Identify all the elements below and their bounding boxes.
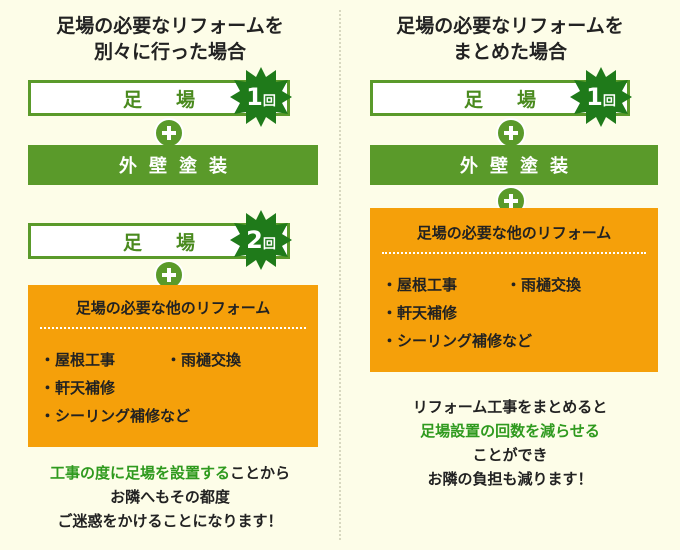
dotted-divider <box>382 252 646 254</box>
scaffold-label: 足場 <box>463 88 570 111</box>
starburst-icon <box>570 67 632 127</box>
left-footer-line1: 工事の度に足場を設置することから <box>0 462 340 484</box>
right-footer-highlight: 足場設置の回数を減らせる <box>420 422 600 440</box>
wall-label: 外壁塗装 <box>460 156 580 177</box>
right-footer-line1: リフォーム工事をまとめると <box>412 398 608 416</box>
reform-item: ・軒天補修 <box>382 304 458 322</box>
other-reform-title: 足場の必要な他のリフォーム <box>416 224 612 242</box>
footer-text: ことから <box>230 464 291 482</box>
reform-item: ・雨樋交換 <box>506 276 582 294</box>
plus-icon <box>496 118 526 148</box>
other-reform-box: 足場の必要な他のリフォーム ・屋根工事 ・雨樋交換 ・軒天補修 ・シーリング補修… <box>28 285 318 447</box>
wall-painting-bar: 外壁塗装 <box>370 145 658 185</box>
right-footer-line4: お隣の負担も減ります！ <box>427 470 593 488</box>
column-divider <box>339 10 341 540</box>
left-heading-line1: 足場の必要なリフォームを <box>56 15 284 37</box>
badge-number: 2 <box>246 226 263 254</box>
starburst-icon <box>230 67 292 127</box>
badge-number: 1 <box>586 83 603 111</box>
wall-label: 外壁塗装 <box>119 156 239 177</box>
badge-unit: 回 <box>602 93 616 109</box>
left-footer-line2: お隣へもその都度 <box>110 488 230 506</box>
reform-item: ・軒天補修 <box>40 379 116 397</box>
scaffold-label: 足場 <box>122 88 229 111</box>
right-footer-line3: ことができ <box>472 446 548 464</box>
reform-item: ・シーリング補修など <box>40 407 191 425</box>
left-heading-line2: 別々に行った場合 <box>93 41 246 63</box>
reform-item: ・屋根工事 <box>382 276 458 294</box>
footer-highlight: 工事の度に足場を設置する <box>49 464 230 482</box>
reform-item: ・雨樋交換 <box>166 351 242 369</box>
dotted-divider <box>40 327 306 329</box>
right-heading-line2: まとめた場合 <box>452 41 567 63</box>
other-reform-title: 足場の必要な他のリフォーム <box>75 299 271 317</box>
reform-item: ・屋根工事 <box>40 351 116 369</box>
badge-number: 1 <box>246 83 263 111</box>
badge-unit: 回 <box>262 93 276 109</box>
other-reform-box: 足場の必要な他のリフォーム ・屋根工事 ・雨樋交換 ・軒天補修 ・シーリング補修… <box>370 208 658 372</box>
scaffold-label: 足場 <box>122 231 229 254</box>
plus-icon <box>154 118 184 148</box>
starburst-icon <box>230 210 292 270</box>
reform-item: ・シーリング補修など <box>382 332 533 350</box>
left-footer-line3: ご迷惑をかけることになります！ <box>57 512 283 530</box>
wall-painting-bar: 外壁塗装 <box>28 145 318 185</box>
right-heading-line1: 足場の必要なリフォームを <box>396 15 624 37</box>
badge-unit: 回 <box>262 236 276 252</box>
